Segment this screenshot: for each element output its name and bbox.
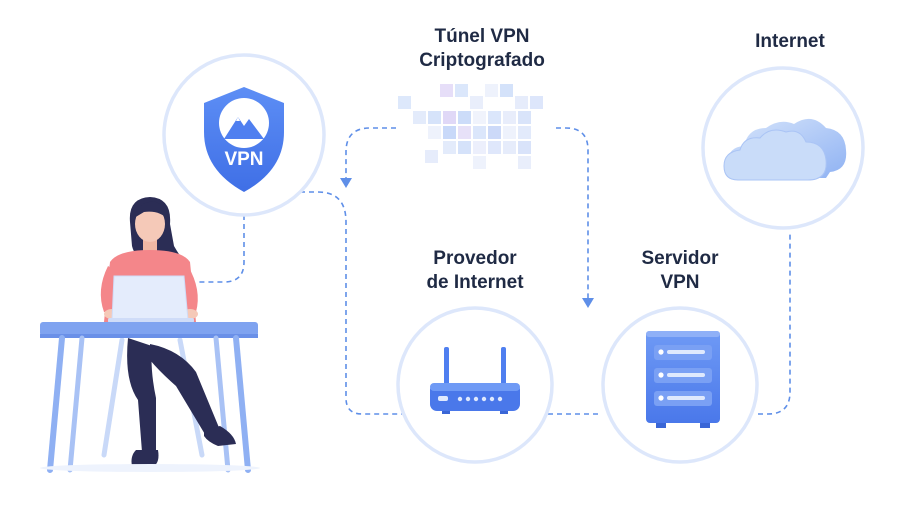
arrow-down-icon: [340, 178, 352, 188]
isp-label: Provedor de Internet: [395, 247, 555, 295]
encrypted-tunnel-pixels: [398, 84, 543, 169]
vpn-server-label-line-1: Servidor: [641, 248, 719, 269]
vpn-shield-node: VPN: [162, 53, 326, 217]
tunnel-label-line-1: Túnel VPN: [434, 26, 530, 47]
line-tunnel-right: [556, 127, 589, 298]
line-shield-to-isp: [246, 191, 402, 415]
internet-label: Internet: [720, 30, 860, 54]
person-illustration: [40, 197, 260, 473]
tunnel-label: Túnel VPN Criptografado: [382, 25, 582, 73]
vpn-shield-icon: VPN: [204, 87, 284, 192]
line-tunnel-left: [345, 127, 396, 178]
cloud-icon: [723, 118, 847, 181]
router-icon: [430, 347, 520, 414]
vpn-server-label: Servidor VPN: [610, 247, 750, 295]
internet-label-line-1: Internet: [755, 31, 825, 52]
vpn-server-node: [601, 306, 759, 464]
shield-label: VPN: [224, 149, 263, 170]
line-shield-to-laptop: [196, 215, 245, 283]
isp-node: [396, 306, 554, 464]
desk: [40, 322, 258, 473]
isp-label-line-2: de Internet: [426, 272, 524, 293]
laptop-icon: [108, 275, 194, 323]
connection-lines: [196, 127, 791, 415]
mountain-icon: [224, 117, 264, 139]
server-icon: [646, 331, 720, 428]
isp-label-line-1: Provedor: [433, 248, 517, 269]
internet-node: [701, 66, 865, 230]
vpn-server-label-line-2: VPN: [660, 272, 700, 293]
arrow-down-icon: [582, 298, 594, 308]
tunnel-label-line-2: Criptografado: [419, 50, 545, 71]
line-server-to-internet: [758, 232, 791, 415]
